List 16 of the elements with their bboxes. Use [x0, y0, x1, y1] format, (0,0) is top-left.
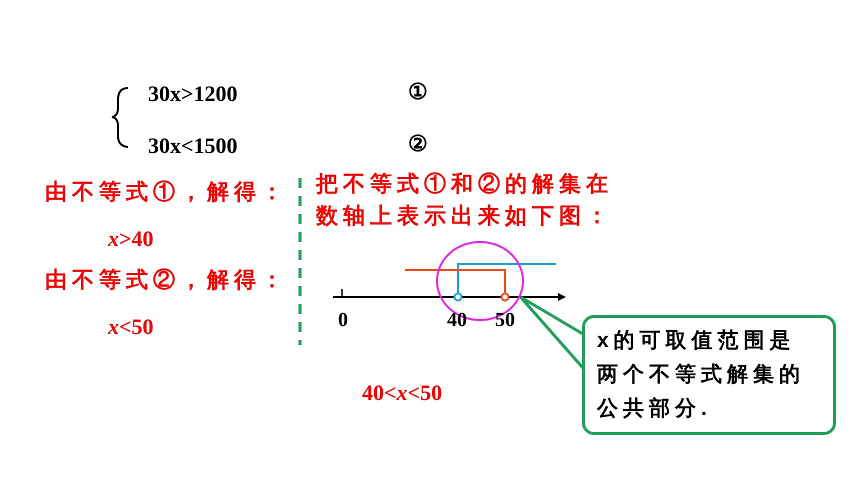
solution: x<50: [108, 316, 154, 338]
tick-label: 0: [338, 310, 348, 330]
circled-number: ②: [408, 133, 428, 155]
solution: 40<x<50: [362, 382, 442, 404]
inequality: 30x<1500: [148, 135, 238, 157]
tick-label: 40: [447, 310, 467, 330]
inequality: 30x>1200: [148, 83, 238, 105]
solution-step: 由不等式①，解得：: [45, 176, 288, 208]
callout-text: x的可取值范围是两个不等式解集的公共部分.: [597, 328, 806, 422]
tick-label: 50: [495, 310, 515, 330]
instruction-text: 把不等式①和②的解集在数轴上表示出来如下图：: [316, 170, 614, 230]
solution: x>40: [108, 228, 154, 250]
circled-number: ①: [408, 81, 428, 103]
callout-pointer: [518, 296, 584, 370]
solution-step: 由不等式②，解得：: [45, 264, 288, 296]
callout-box: [582, 315, 836, 435]
